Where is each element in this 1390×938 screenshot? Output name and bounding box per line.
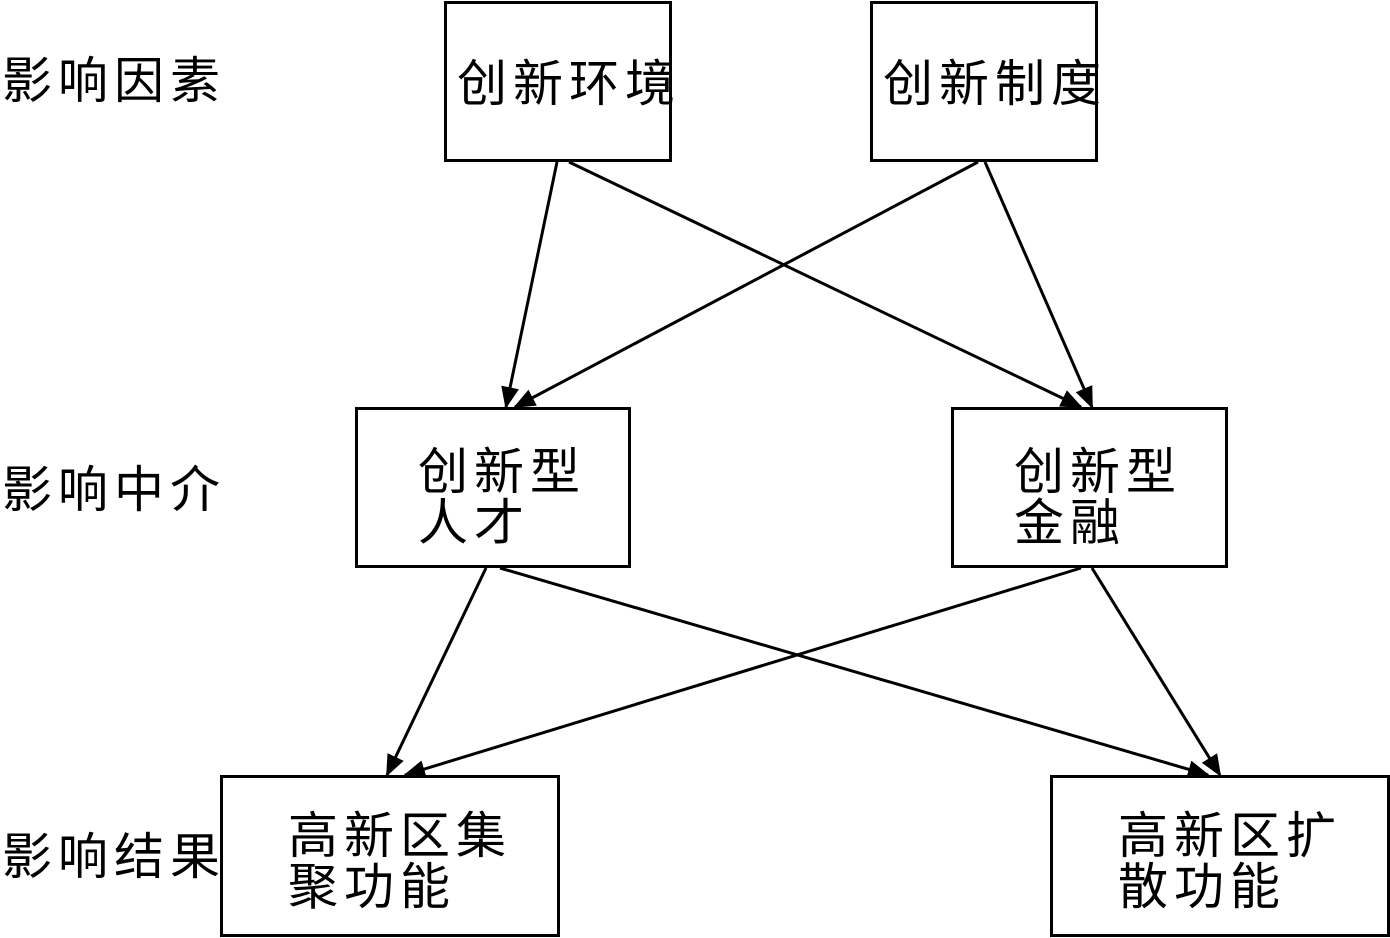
- node-innovation-institution: 创新制度: [870, 1, 1101, 162]
- arrow-env-to-finance: [568, 160, 1083, 409]
- node-label-line-2: 人才: [418, 494, 530, 552]
- node-label-line-1: 高新区集: [288, 807, 512, 865]
- arrow-finance-to-cluster: [403, 566, 1082, 778]
- node-hitech-zone-diffusion: 高新区扩 散功能: [1050, 775, 1390, 937]
- node-innovation-environment: 创新环境: [444, 1, 675, 162]
- arrow-finance-to-diffuse: [1090, 567, 1222, 777]
- row-label-factors: 影响因素: [2, 52, 226, 110]
- node-label-line-1: 高新区扩: [1118, 807, 1342, 865]
- arrow-talent-to-cluster: [385, 567, 488, 777]
- row-label-mediators: 影响中介: [2, 461, 226, 519]
- node-label-line-2: 金融: [1014, 494, 1126, 552]
- row-label-results: 影响结果: [2, 828, 226, 886]
- node-label: 创新制度: [883, 55, 1107, 113]
- arrow-talent-to-diffuse: [499, 566, 1210, 779]
- arrow-inst-to-talent: [513, 160, 979, 409]
- node-innovative-talent: 创新型 人才: [355, 407, 631, 568]
- arrow-env-to-talent: [501, 161, 559, 409]
- node-label-line-2: 散功能: [1118, 858, 1286, 916]
- node-hitech-zone-clustering: 高新区集 聚功能: [220, 775, 560, 937]
- node-label-line-1: 创新型: [418, 443, 586, 501]
- node-label: 创新环境: [457, 55, 681, 113]
- arrow-inst-to-finance: [983, 161, 1094, 409]
- node-label-line-2: 聚功能: [288, 858, 456, 916]
- node-innovative-finance: 创新型 金融: [951, 407, 1228, 568]
- node-label-line-1: 创新型: [1014, 443, 1182, 501]
